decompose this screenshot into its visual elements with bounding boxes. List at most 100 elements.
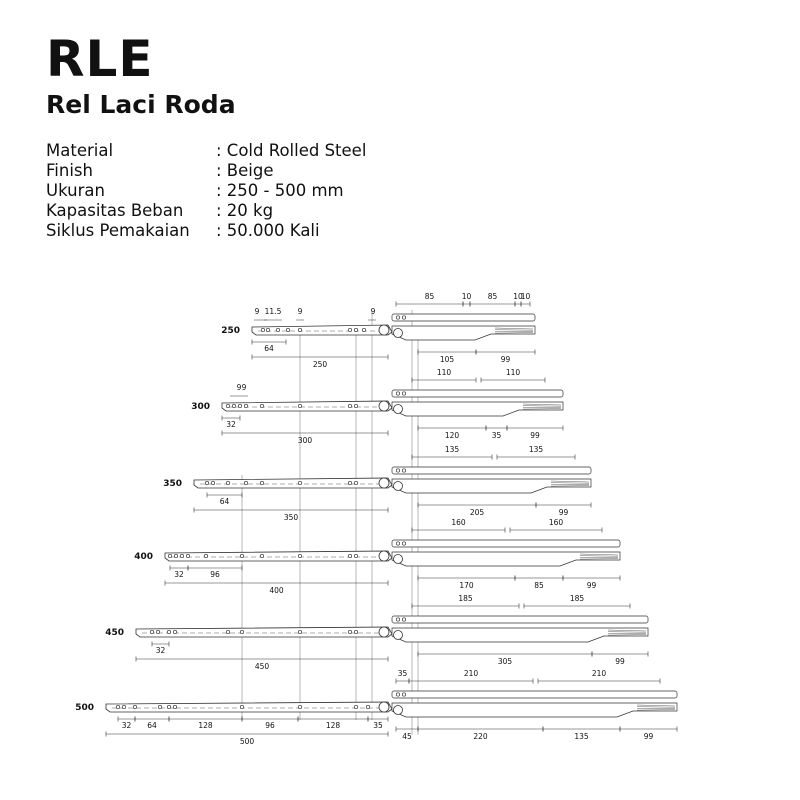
mounting-hole xyxy=(243,480,249,486)
dimension-label: 99 xyxy=(501,355,511,364)
spec-label: Ukuran xyxy=(46,181,105,200)
dimension-label: 135 xyxy=(529,445,544,454)
roller-wheel xyxy=(393,554,403,564)
dimension-label: 35 xyxy=(398,669,408,678)
drawer-rail-top-view xyxy=(391,615,649,624)
dimension-label: 110 xyxy=(506,368,521,377)
roller-wheel xyxy=(378,324,390,336)
spec-value: : 250 - 500 mm xyxy=(216,181,344,200)
dimension-label: 400 xyxy=(269,586,284,595)
dimension-label: 99 xyxy=(644,732,654,741)
mounting-hole xyxy=(203,553,209,559)
roller-wheel xyxy=(378,550,390,562)
dimension-label: 250 xyxy=(313,360,328,369)
dimension-label: 96 xyxy=(265,721,275,730)
dimension-label: 135 xyxy=(445,445,460,454)
dimension-label: 9 xyxy=(237,383,242,392)
mounting-hole xyxy=(353,629,359,635)
dimension-label: 128 xyxy=(326,721,341,730)
dimension-label: 64 xyxy=(147,721,157,730)
dimension-label: 210 xyxy=(464,669,479,678)
dimension-label: 10 xyxy=(513,292,523,301)
mounting-hole xyxy=(210,480,216,486)
dimension-label: 9 xyxy=(255,307,260,316)
dimension-label: 170 xyxy=(459,581,474,590)
rail-hatch xyxy=(636,706,676,708)
mounting-hole xyxy=(347,403,353,409)
rail-hatch xyxy=(636,709,676,711)
dimension-label: 9 xyxy=(371,307,376,316)
spec-value: : 20 kg xyxy=(216,201,274,220)
spec-row-material: Material : Cold Rolled Steel xyxy=(46,141,366,161)
dimension-label: 32 xyxy=(226,420,236,429)
mounting-hole xyxy=(239,553,245,559)
dimension-label: 500 xyxy=(240,737,255,746)
rail-size-label: 350 xyxy=(163,479,182,489)
drawer-rail-top-view xyxy=(391,690,678,699)
dimension-label: 9 xyxy=(242,383,247,392)
mounting-hole xyxy=(121,704,127,710)
mounting-hole xyxy=(401,692,407,697)
drawer-rail-top-view xyxy=(391,389,564,398)
mounting-hole xyxy=(297,553,303,559)
roller-wheel xyxy=(393,328,403,338)
dimension-label: 185 xyxy=(458,594,473,603)
rail-hatch xyxy=(522,405,562,407)
product-code: RLE xyxy=(46,30,154,88)
mounting-hole xyxy=(259,553,265,559)
dimension-label: 85 xyxy=(425,292,435,301)
dimension-label: 99 xyxy=(587,581,597,590)
dimension-label: 300 xyxy=(298,436,313,445)
rail-hatch xyxy=(636,704,676,707)
rail-size-label: 250 xyxy=(221,326,240,336)
mounting-hole xyxy=(297,480,303,486)
mounting-hole xyxy=(172,629,178,635)
cabinet-rail-body xyxy=(193,477,393,489)
mounting-hole xyxy=(395,391,401,396)
dimension-label: 205 xyxy=(470,508,485,517)
cabinet-rail-body xyxy=(251,324,393,336)
mounting-hole xyxy=(166,629,172,635)
dimension-label: 32 xyxy=(156,646,166,655)
spec-label: Kapasitas Beban xyxy=(46,201,184,220)
mounting-hole xyxy=(173,553,179,559)
dimension-label: 185 xyxy=(570,594,585,603)
rail-hatch xyxy=(494,332,534,334)
drawer-rail-top-view xyxy=(391,466,592,475)
rail-size-label: 300 xyxy=(191,402,210,412)
mounting-hole xyxy=(225,480,231,486)
cabinet-rail-body xyxy=(164,550,393,562)
mounting-hole xyxy=(401,617,407,622)
dimension-label: 35 xyxy=(492,431,502,440)
mounting-hole xyxy=(401,315,407,320)
cabinet-rail-body xyxy=(221,400,393,412)
mounting-hole xyxy=(204,480,210,486)
dimension-label: 99 xyxy=(559,508,569,517)
dimension-label: 220 xyxy=(473,732,488,741)
mounting-hole xyxy=(239,704,245,710)
rail-hatch xyxy=(522,408,562,410)
mounting-hole xyxy=(157,704,163,710)
dimension-label: 210 xyxy=(592,669,607,678)
rail-hatch xyxy=(579,553,619,556)
cabinet-rail-body xyxy=(105,701,393,713)
dimension-label: 160 xyxy=(451,518,466,527)
roller-wheel xyxy=(393,404,403,414)
mounting-hole xyxy=(265,327,271,333)
dimension-label: 350 xyxy=(284,513,299,522)
mounting-hole xyxy=(353,704,359,710)
mounting-hole xyxy=(401,391,407,396)
mounting-hole xyxy=(237,403,243,409)
rail-hatch xyxy=(607,629,647,632)
dimension-label: 160 xyxy=(549,518,564,527)
mounting-hole xyxy=(353,327,359,333)
dimension-label: 32 xyxy=(122,721,132,730)
mounting-hole xyxy=(297,629,303,635)
mounting-hole xyxy=(243,403,249,409)
rail-hatch xyxy=(494,327,534,330)
dimension-label: 135 xyxy=(574,732,589,741)
spec-list: Material : Cold Rolled Steel Finish : Be… xyxy=(46,141,366,241)
mounting-hole xyxy=(395,617,401,622)
mounting-hole xyxy=(353,480,359,486)
